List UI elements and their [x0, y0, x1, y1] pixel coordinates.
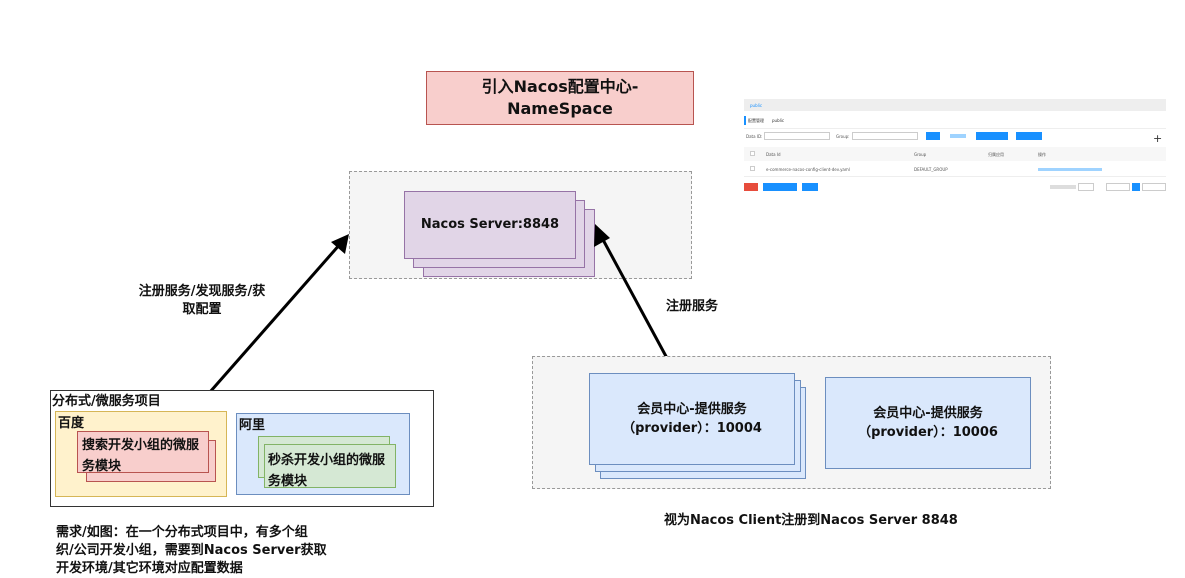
ali-module: 秒杀开发小组的微服 务模块 — [264, 444, 396, 489]
left-arrow-head — [331, 234, 349, 254]
title-text: 引入Nacos配置中心- NameSpace — [481, 77, 639, 118]
console-top-bar: public — [744, 99, 1166, 111]
delete-button[interactable] — [744, 183, 758, 191]
console-title-marker — [744, 116, 746, 125]
left-arrow-line — [208, 242, 343, 393]
page-1-button[interactable] — [1132, 183, 1140, 191]
console-namespace: public — [772, 118, 785, 123]
baidu-module: 搜索开发小组的微服 务模块 — [77, 431, 209, 474]
group-input[interactable] — [852, 132, 918, 140]
provider2-label: 会员中心-提供服务 （provider）：10006 — [858, 406, 998, 440]
dataid-input[interactable] — [764, 132, 830, 140]
row-dataid: e-commerce-nacos-config-client-dev.yaml — [766, 167, 850, 172]
left-arrow-label: 注册服务/发现服务/获 取配置 — [138, 284, 266, 317]
advanced-query-link[interactable] — [950, 134, 966, 138]
console-divider — [744, 128, 1166, 129]
col-group: Group — [914, 152, 927, 157]
right-arrow-label: 注册服务 — [666, 299, 719, 314]
client-caption: 视为Nacos Client注册到Nacos Server 8848 — [664, 513, 958, 528]
page-size-select[interactable] — [1078, 183, 1094, 191]
add-icon[interactable]: + — [1153, 132, 1163, 145]
table-row: e-commerce-nacos-config-client-dev.yaml … — [744, 161, 1166, 177]
clone-button[interactable] — [802, 183, 818, 191]
right-arrow-line — [599, 235, 670, 361]
requirement-note: 需求/如图：在一个分布式项目中，有多个组 织/公司开发小组，需要到Nacos S… — [56, 525, 327, 576]
export-selected-button[interactable] — [763, 183, 797, 191]
row-checkbox[interactable] — [750, 166, 755, 171]
right-arrow-head — [594, 224, 610, 247]
page-size-label — [1050, 185, 1076, 189]
provider1-label: 会员中心-提供服务 （provider）：10004 — [622, 402, 762, 436]
diagram-title: 引入Nacos配置中心- NameSpace — [426, 71, 694, 125]
dataid-label: Data ID: — [746, 134, 763, 139]
provider-node-10004: 会员中心-提供服务 （provider）：10004 — [589, 373, 795, 465]
group-label: Group: — [836, 134, 850, 139]
query-button[interactable] — [926, 132, 940, 140]
row-action-links[interactable] — [1038, 168, 1102, 171]
ali-label: 阿里 — [239, 418, 266, 433]
baidu-label: 百度 — [58, 416, 85, 431]
ali-module-label: 秒杀开发小组的微服 务模块 — [268, 453, 386, 489]
console-tab: public — [750, 103, 763, 108]
col-ops: 操作 — [1038, 152, 1046, 157]
baidu-module-label: 搜索开发小组的微服 务模块 — [82, 438, 200, 474]
import-config-button[interactable] — [976, 132, 1008, 140]
table-header: Data Id Group 归属应用 操作 — [744, 147, 1166, 161]
console-heading: 配置管理 — [748, 118, 764, 123]
col-dataid: Data Id — [766, 152, 781, 157]
next-page-button[interactable] — [1142, 183, 1166, 191]
server-label: Nacos Server:8848 — [420, 217, 560, 232]
nacos-console-screenshot: public 配置管理 public Data ID: Group: + Dat… — [744, 99, 1166, 199]
nacos-server-node: Nacos Server:8848 — [404, 191, 576, 259]
project-label: 分布式/微服务项目 — [52, 394, 161, 409]
prev-page-button[interactable] — [1106, 183, 1130, 191]
create-config-button[interactable] — [1016, 132, 1042, 140]
row-group: DEFAULT_GROUP — [914, 167, 948, 172]
col-app: 归属应用 — [988, 152, 1004, 157]
provider-node-10006: 会员中心-提供服务 （provider）：10006 — [825, 377, 1031, 469]
select-all-checkbox[interactable] — [750, 151, 755, 156]
